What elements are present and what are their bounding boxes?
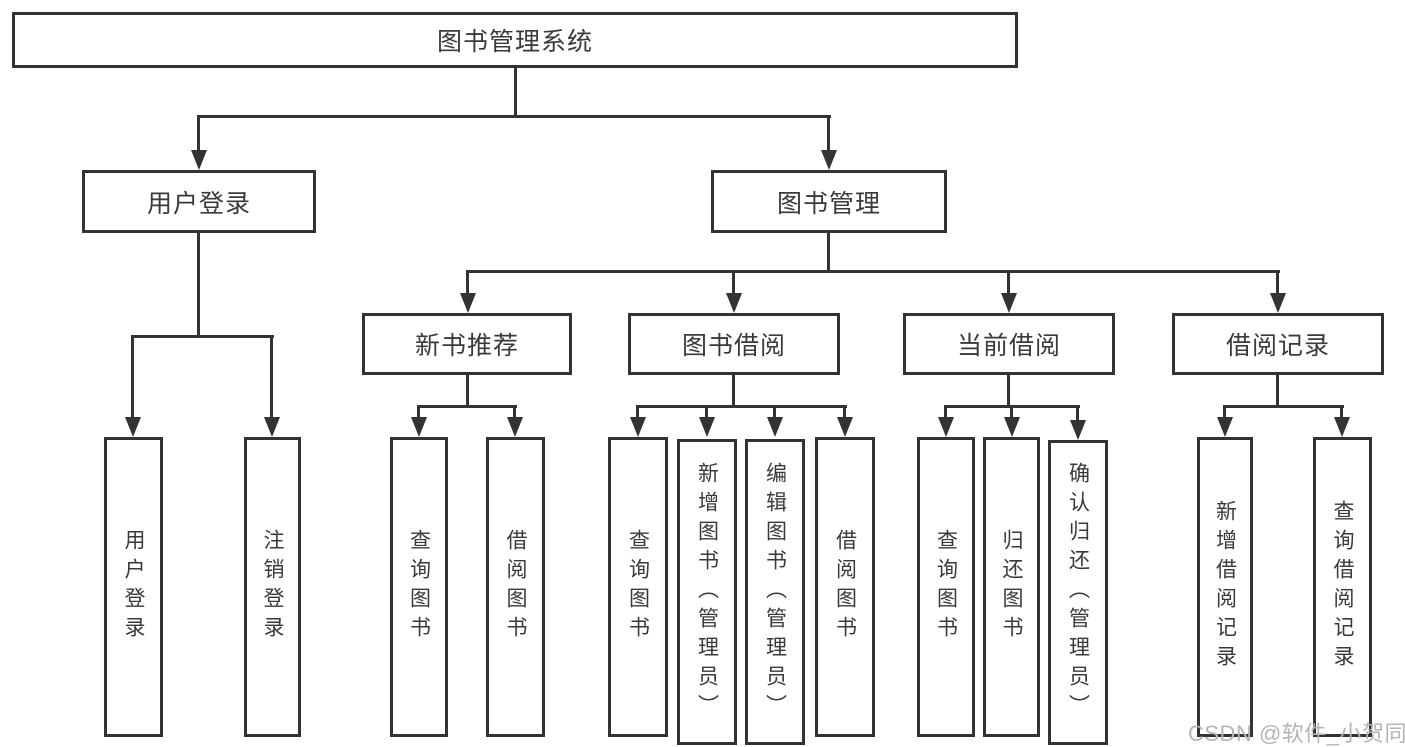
edge-to-leaf-edit-book-shaft xyxy=(773,405,776,421)
arrowhead-to-new-book-rec xyxy=(460,293,476,313)
arrowhead-to-leaf-confirm-return xyxy=(1070,420,1086,440)
node-user-login: 用户登录 xyxy=(82,170,316,233)
edge-borrow-records-hline xyxy=(1223,405,1344,408)
node-borrow-records: 借阅记录 xyxy=(1172,313,1384,375)
edge-to-leaf-query-book-1-shaft xyxy=(417,405,420,421)
edge-root-hline xyxy=(197,115,831,118)
node-leaf-borrow-book-1: 借阅图书 xyxy=(486,437,545,737)
arrowhead-to-book-mgmt xyxy=(821,150,837,170)
node-leaf-query-book-2: 查询图书 xyxy=(608,437,668,737)
node-root: 图书管理系统 xyxy=(12,12,1018,68)
edge-to-book-borrow-shaft xyxy=(732,270,735,297)
node-new-book-rec-label: 新书推荐 xyxy=(414,332,519,360)
edge-to-leaf-add-book-shaft xyxy=(705,405,708,421)
arrowhead-to-leaf-edit-book xyxy=(767,417,783,437)
node-leaf-logout: 注销登录 xyxy=(244,437,301,737)
edge-root-trunk xyxy=(514,68,517,118)
node-leaf-query-book-1-label: 查询图书 xyxy=(407,529,431,645)
edge-to-leaf-return-book-shaft xyxy=(1010,405,1013,421)
edge-to-current-borrow-shaft xyxy=(1007,270,1010,297)
node-leaf-query-book-3-label: 查询图书 xyxy=(934,529,958,645)
node-leaf-query-book-2-label: 查询图书 xyxy=(626,529,650,645)
edge-to-new-book-rec-shaft xyxy=(466,270,469,297)
csdn-watermark: CSDN @软件_小贺同学 xyxy=(1188,721,1405,746)
node-leaf-borrow-book-2: 借阅图书 xyxy=(815,437,875,737)
arrowhead-to-leaf-add-record xyxy=(1217,417,1233,437)
node-book-mgmt: 图书管理 xyxy=(711,170,947,233)
edge-to-leaf-logout-shaft xyxy=(270,335,273,419)
edge-new-book-rec-hline xyxy=(417,405,517,408)
node-leaf-return-book: 归还图书 xyxy=(983,437,1040,737)
node-leaf-borrow-book-1-label: 借阅图书 xyxy=(504,529,527,645)
node-leaf-return-book-label: 归还图书 xyxy=(1000,529,1023,645)
node-leaf-borrow-book-2-label: 借阅图书 xyxy=(833,529,857,645)
node-book-borrow: 图书借阅 xyxy=(628,313,840,375)
edge-book-mgmt-hline xyxy=(466,270,1280,273)
node-leaf-query-book-3: 查询图书 xyxy=(917,437,975,737)
edge-root-to-user-login-shaft xyxy=(197,115,200,153)
edge-user-login-trunk xyxy=(197,233,200,337)
arrowhead-to-book-borrow xyxy=(726,293,742,313)
node-leaf-edit-book-label: 编辑图书（管理员） xyxy=(763,461,787,723)
node-leaf-add-book: 新增图书（管理员） xyxy=(677,439,737,745)
node-book-mgmt-label: 图书管理 xyxy=(776,189,881,218)
edge-to-leaf-user-login-shaft xyxy=(131,335,134,419)
node-leaf-logout-label: 注销登录 xyxy=(261,529,284,645)
arrowhead-to-user-login xyxy=(191,150,207,170)
node-borrow-records-label: 借阅记录 xyxy=(1225,332,1330,360)
edge-user-login-hline xyxy=(131,335,274,338)
arrowhead-to-leaf-query-record xyxy=(1334,417,1350,437)
node-current-borrow: 当前借阅 xyxy=(903,313,1115,375)
edge-to-leaf-confirm-return-shaft xyxy=(1076,405,1079,421)
arrowhead-to-leaf-borrow-book-2 xyxy=(837,417,853,437)
arrowhead-to-leaf-query-book-3 xyxy=(938,417,954,437)
node-leaf-edit-book: 编辑图书（管理员） xyxy=(745,439,805,745)
edge-to-leaf-query-record-shaft xyxy=(1340,405,1343,421)
edge-new-book-rec-trunk xyxy=(466,375,469,407)
edge-book-mgmt-trunk xyxy=(827,233,830,273)
node-leaf-confirm-return: 确认归还（管理员） xyxy=(1048,440,1108,745)
arrowhead-to-leaf-user-login xyxy=(125,417,141,437)
node-leaf-add-record: 新增借阅记录 xyxy=(1197,437,1253,737)
edge-root-to-book-mgmt-shaft xyxy=(827,115,830,153)
node-book-borrow-label: 图书借阅 xyxy=(681,332,786,360)
edge-borrow-records-trunk xyxy=(1276,375,1279,407)
node-user-login-label: 用户登录 xyxy=(146,189,251,218)
arrowhead-to-leaf-logout xyxy=(264,417,280,437)
node-root-label: 图书管理系统 xyxy=(436,28,593,56)
node-leaf-query-record-label: 查询借阅记录 xyxy=(1331,500,1354,674)
edge-to-leaf-borrow-book-2-shaft xyxy=(843,405,846,421)
node-leaf-confirm-return-label: 确认归还（管理员） xyxy=(1066,462,1090,723)
node-leaf-user-login-label: 用户登录 xyxy=(122,529,145,645)
arrowhead-to-leaf-borrow-book-1 xyxy=(507,417,523,437)
node-leaf-query-record: 查询借阅记录 xyxy=(1313,437,1372,737)
node-leaf-add-record-label: 新增借阅记录 xyxy=(1213,500,1237,674)
arrowhead-to-leaf-query-book-2 xyxy=(630,417,646,437)
node-leaf-add-book-label: 新增图书（管理员） xyxy=(695,461,719,723)
node-leaf-user-login: 用户登录 xyxy=(104,437,163,737)
node-current-borrow-label: 当前借阅 xyxy=(956,332,1061,360)
edge-book-borrow-hline xyxy=(636,405,847,408)
arrowhead-to-leaf-add-book xyxy=(699,417,715,437)
edge-to-leaf-query-book-3-shaft xyxy=(944,405,947,421)
node-leaf-query-book-1: 查询图书 xyxy=(390,437,448,737)
edge-to-leaf-add-record-shaft xyxy=(1223,405,1226,421)
arrowhead-to-leaf-query-book-1 xyxy=(411,417,427,437)
edge-current-borrow-trunk xyxy=(1007,375,1010,407)
edge-to-leaf-borrow-book-1-shaft xyxy=(513,405,516,421)
node-new-book-rec: 新书推荐 xyxy=(362,313,572,375)
edge-to-borrow-records-shaft xyxy=(1276,270,1279,297)
arrowhead-to-current-borrow xyxy=(1001,293,1017,313)
edge-book-borrow-trunk xyxy=(732,375,735,407)
edge-to-leaf-query-book-2-shaft xyxy=(636,405,639,421)
arrowhead-to-borrow-records xyxy=(1270,293,1286,313)
arrowhead-to-leaf-return-book xyxy=(1004,417,1020,437)
